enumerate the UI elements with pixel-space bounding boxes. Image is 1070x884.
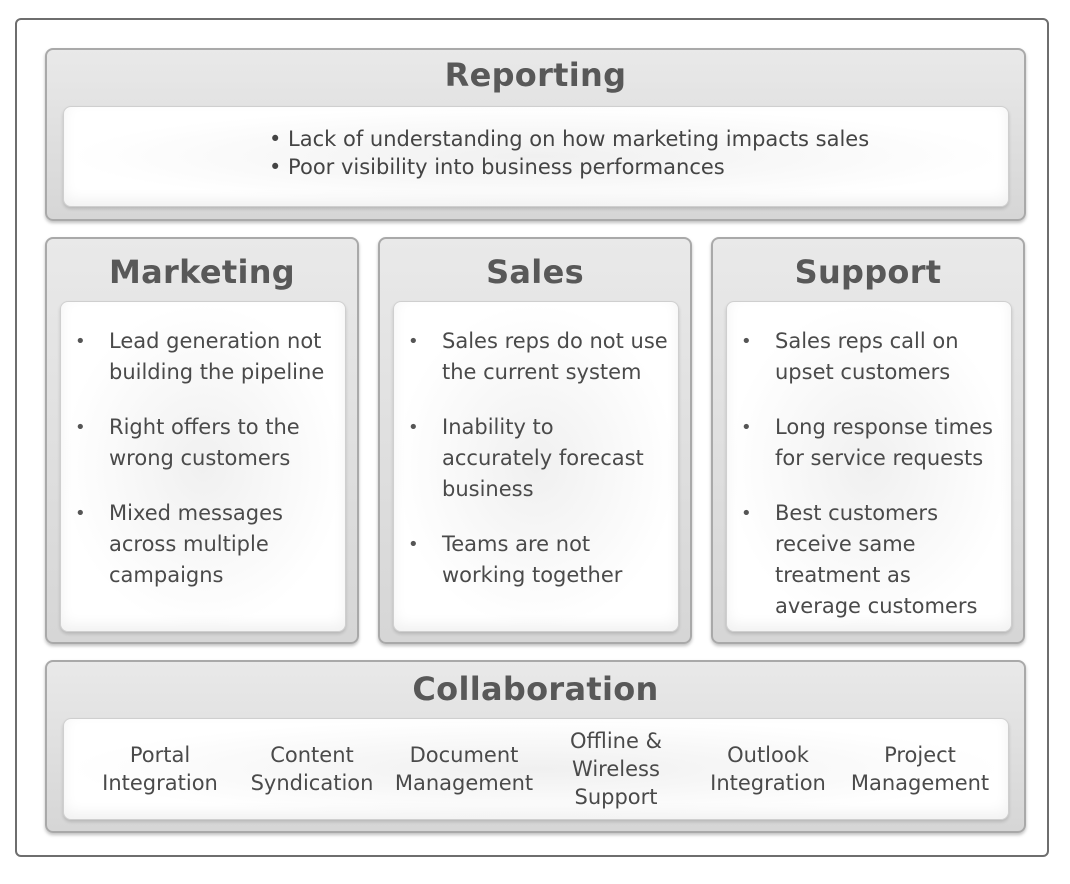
marketing-item-text: Lead generation not building the pipelin… [109,329,325,384]
bullet-icon: • [75,503,86,524]
sales-item-text: Inability to accurately forecast busines… [442,415,644,501]
sales-title: Sales [486,253,584,291]
collab-line: Outlook [727,743,809,767]
list-item: • Right offers to the wrong customers [61,412,345,474]
bullet-icon: • [408,534,419,555]
list-item: • Sales reps call on upset customers [727,326,1011,388]
sales-item-text: Sales reps do not use the current system [442,329,668,384]
collaboration-content-box: Portal Integration Content Syndication D… [63,718,1009,820]
collaboration-panel: Collaboration Portal Integration Content… [45,660,1026,833]
collab-line: Integration [710,771,826,795]
reporting-title: Reporting [444,56,627,94]
reporting-list: • Lack of understanding on how marketing… [269,125,869,181]
collab-line: Syndication [250,771,374,795]
sales-item-text: Teams are not working together [442,532,623,587]
marketing-panel: Marketing • Lead generation not building… [45,237,359,644]
collab-line: Wireless [572,757,660,781]
collaboration-item-content-syndication: Content Syndication [236,719,388,819]
marketing-list: • Lead generation not building the pipel… [61,326,345,615]
collaboration-title: Collaboration [412,670,659,708]
marketing-item-text: Mixed messages across multiple campaigns [109,501,283,587]
collab-line: Management [394,771,534,795]
collab-line: Support [574,785,658,809]
marketing-content-box: • Lead generation not building the pipel… [60,301,346,632]
bullet-icon: • [741,417,752,438]
collab-line: Project [884,743,956,767]
reporting-item: • Poor visibility into business performa… [269,155,725,179]
collaboration-item-project-management: Project Management [844,719,996,819]
list-item: • Sales reps do not use the current syst… [394,326,678,388]
sales-content-box: • Sales reps do not use the current syst… [393,301,679,632]
support-item-text: Best customers receive same treatment as… [775,501,978,618]
list-item: • Teams are not working together [394,529,678,591]
list-item: • Inability to accurately forecast busin… [394,412,678,505]
collaboration-item-outlook-integration: Outlook Integration [692,719,844,819]
collaboration-list: Portal Integration Content Syndication D… [64,719,1008,819]
support-title: Support [794,253,942,291]
collab-line: Document [409,743,519,767]
collab-line: Management [850,771,990,795]
reporting-item: • Lack of understanding on how marketing… [269,127,870,151]
bullet-icon: • [408,417,419,438]
collaboration-item-offline-wireless-support: Offline & Wireless Support [540,719,692,819]
marketing-title: Marketing [109,253,295,291]
collab-line: Offline & [570,729,662,753]
list-item: • Long response times for service reques… [727,412,1011,474]
bullet-icon: • [408,331,419,352]
collab-line: Portal [129,743,191,767]
reporting-content-box: • Lack of understanding on how marketing… [63,106,1009,207]
marketing-item-text: Right offers to the wrong customers [109,415,300,470]
bullet-icon: • [741,503,752,524]
collaboration-item-document-management: Document Management [388,719,540,819]
support-panel: Support • Sales reps call on upset custo… [711,237,1025,644]
sales-panel: Sales • Sales reps do not use the curren… [378,237,692,644]
collaboration-item-portal-integration: Portal Integration [84,719,236,819]
support-list: • Sales reps call on upset customers • L… [727,326,1011,646]
bullet-icon: • [75,417,86,438]
sales-list: • Sales reps do not use the current syst… [394,326,678,615]
bullet-icon: • [75,331,86,352]
collab-line: Integration [102,771,218,795]
support-content-box: • Sales reps call on upset customers • L… [726,301,1012,632]
list-item: • Mixed messages across multiple campaig… [61,498,345,591]
support-item-text: Sales reps call on upset customers [775,329,959,384]
list-item: • Lead generation not building the pipel… [61,326,345,388]
support-item-text: Long response times for service requests [775,415,993,470]
collab-line: Content [270,743,354,767]
reporting-panel: Reporting • Lack of understanding on how… [45,48,1026,221]
list-item: • Best customers receive same treatment … [727,498,1011,622]
bullet-icon: • [741,331,752,352]
